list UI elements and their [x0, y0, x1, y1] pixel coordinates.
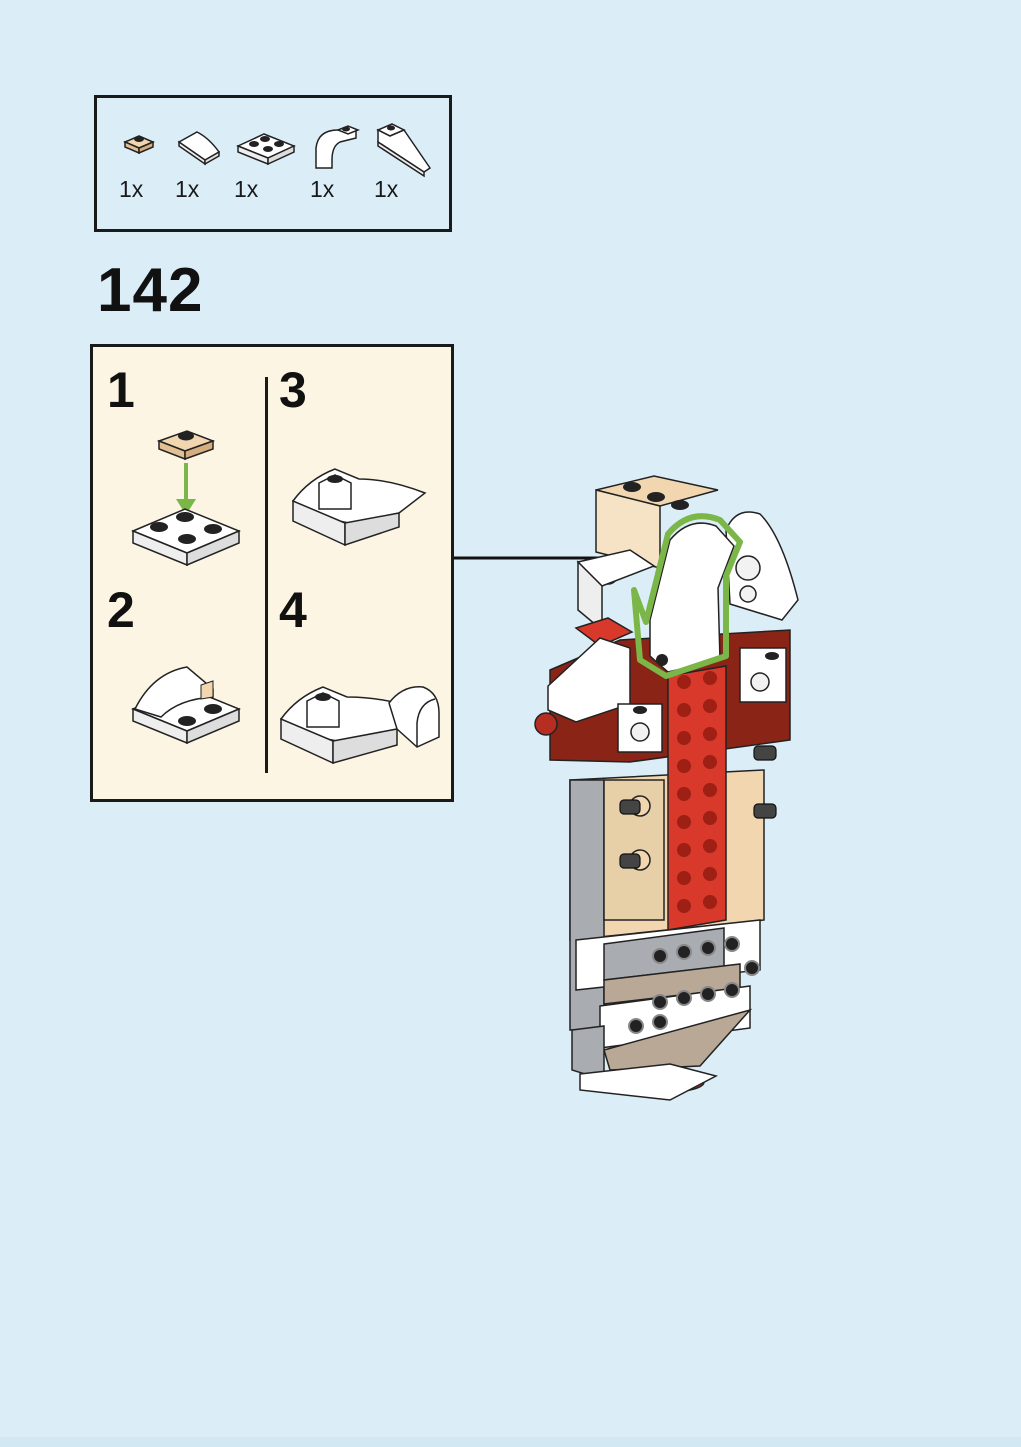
part-quantity: 1x	[374, 176, 434, 203]
part-quantity: 1x	[234, 176, 294, 203]
part-quantity: 1x	[175, 176, 235, 203]
parts-list-box: 1x 1x 1x 1x	[94, 95, 452, 232]
substep-3-illustration	[289, 457, 429, 553]
substep-number: 1	[107, 361, 135, 419]
white-wedge-slope-icon	[374, 120, 434, 178]
tan-plate-1x1-icon	[119, 120, 159, 154]
main-model-illustration	[520, 470, 820, 1120]
page-footer-band	[0, 1437, 1021, 1447]
substep-2-illustration	[129, 659, 249, 751]
part-item: 1x	[374, 120, 434, 210]
part-quantity: 1x	[310, 176, 370, 203]
substep-1-illustration	[129, 419, 249, 571]
part-item: 1x	[175, 120, 235, 210]
subassembly-box: 1 2 3 4	[90, 344, 454, 802]
substep-number: 2	[107, 581, 135, 639]
substep-number: 4	[279, 581, 307, 639]
white-arch-curve-icon	[310, 120, 362, 172]
part-item: 1x	[310, 120, 370, 210]
part-item: 1x	[119, 120, 179, 210]
substep-number: 3	[279, 361, 307, 419]
step-number: 142	[97, 255, 203, 326]
white-plate-2x2-icon	[234, 120, 298, 170]
substep-divider	[265, 377, 268, 773]
part-item: 1x	[234, 120, 294, 210]
substep-4-illustration	[277, 673, 443, 769]
part-quantity: 1x	[119, 176, 179, 203]
white-curved-slope-icon	[175, 120, 225, 170]
